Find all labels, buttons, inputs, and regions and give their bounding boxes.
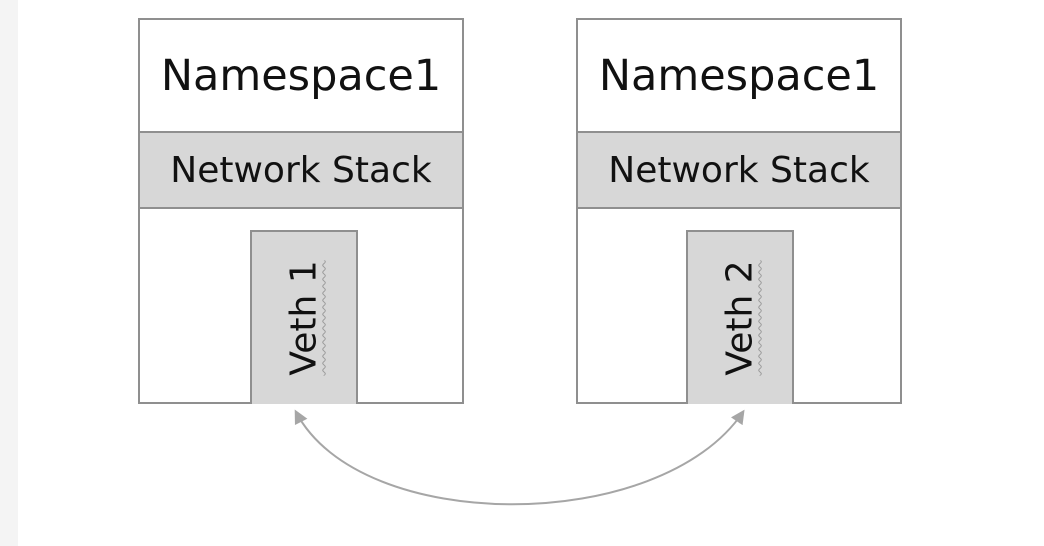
- namespace-title: Namespace1: [598, 50, 880, 101]
- namespace-box-left: Namespace1 Network Stack Veth 1: [138, 18, 464, 404]
- namespace-box-right: Namespace1 Network Stack Veth 2: [576, 18, 902, 404]
- network-stack-label: Network Stack: [140, 131, 462, 209]
- left-margin-strip: [0, 0, 18, 546]
- bidirectional-arrow: [294, 409, 745, 506]
- namespace-title: Namespace1: [160, 50, 442, 101]
- network-stack-label: Network Stack: [578, 131, 900, 209]
- veth-label: Veth 1: [283, 260, 325, 376]
- veth-label: Veth 2: [719, 260, 761, 376]
- veth-interface-box: Veth 2: [686, 230, 794, 404]
- veth-interface-box: Veth 1: [250, 230, 358, 404]
